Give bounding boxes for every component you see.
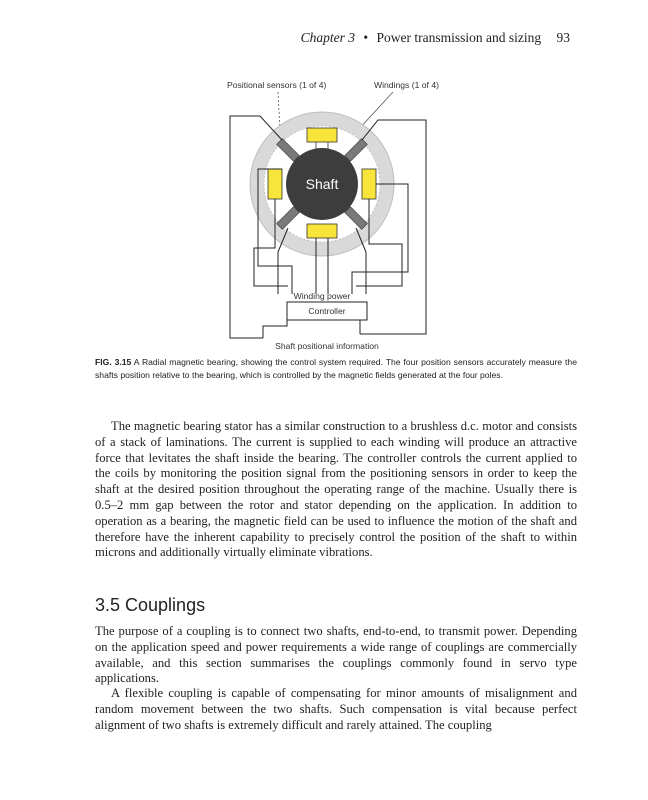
figure-number: FIG. 3.15 <box>95 357 132 367</box>
magnetic-bearing-figure: Positional sensors (1 of 4) Windings (1 … <box>218 76 458 356</box>
sensor-bottom-left <box>276 206 300 230</box>
winding-leader-line <box>357 91 394 131</box>
section-heading: 3.5 Couplings <box>95 595 206 615</box>
winding-right-wire <box>356 199 403 287</box>
separator-bullet: • <box>363 30 369 45</box>
winding-left-power <box>257 168 293 294</box>
sensor-top-right <box>344 138 368 162</box>
figure-caption: FIG. 3.15 A Radial magnetic bearing, sho… <box>95 356 577 381</box>
sensor-bottom-wire-left <box>277 227 289 294</box>
windings-label: Windings (1 of 4) <box>374 80 439 90</box>
sensor-wire-left <box>229 115 283 339</box>
winding-right <box>361 168 377 200</box>
body-paragraph: A flexible coupling is capable of compen… <box>95 686 577 732</box>
winding-power-label: Winding power <box>294 291 351 301</box>
sensor-leader-line <box>277 91 281 131</box>
sensor-bottom-right <box>344 206 368 230</box>
shaft-info-label: Shaft positional information <box>275 341 379 351</box>
shaft <box>286 148 358 220</box>
bearing-diagram: Positional sensors (1 of 4) Windings (1 … <box>227 80 439 351</box>
winding-right-power <box>351 183 409 294</box>
page-number: 93 <box>556 30 571 45</box>
controller-box <box>286 301 368 321</box>
running-head: Chapter 3 • Power transmission and sizin… <box>301 30 570 46</box>
winding-bottom <box>306 223 338 239</box>
positional-sensors-label: Positional sensors (1 of 4) <box>227 80 326 90</box>
sensor-wire-right <box>360 119 427 335</box>
body-paragraph: The magnetic bearing stator has a simila… <box>95 419 577 560</box>
chapter-title: Power transmission and sizing <box>376 30 542 45</box>
winding-left <box>267 168 283 200</box>
body-paragraph: The purpose of a coupling is to connect … <box>95 624 577 686</box>
winding-left-wire <box>253 199 288 287</box>
controller-label: Controller <box>308 306 345 316</box>
shaft-label: Shaft <box>306 176 339 192</box>
sensor-top-left <box>276 138 300 162</box>
caption-text: A Radial magnetic bearing, showing the c… <box>95 357 577 380</box>
chapter-label: Chapter 3 <box>300 30 356 45</box>
winding-top <box>306 127 338 143</box>
sensor-bottom-wire-right <box>355 227 367 294</box>
controller-sensor-link-left <box>262 320 288 338</box>
